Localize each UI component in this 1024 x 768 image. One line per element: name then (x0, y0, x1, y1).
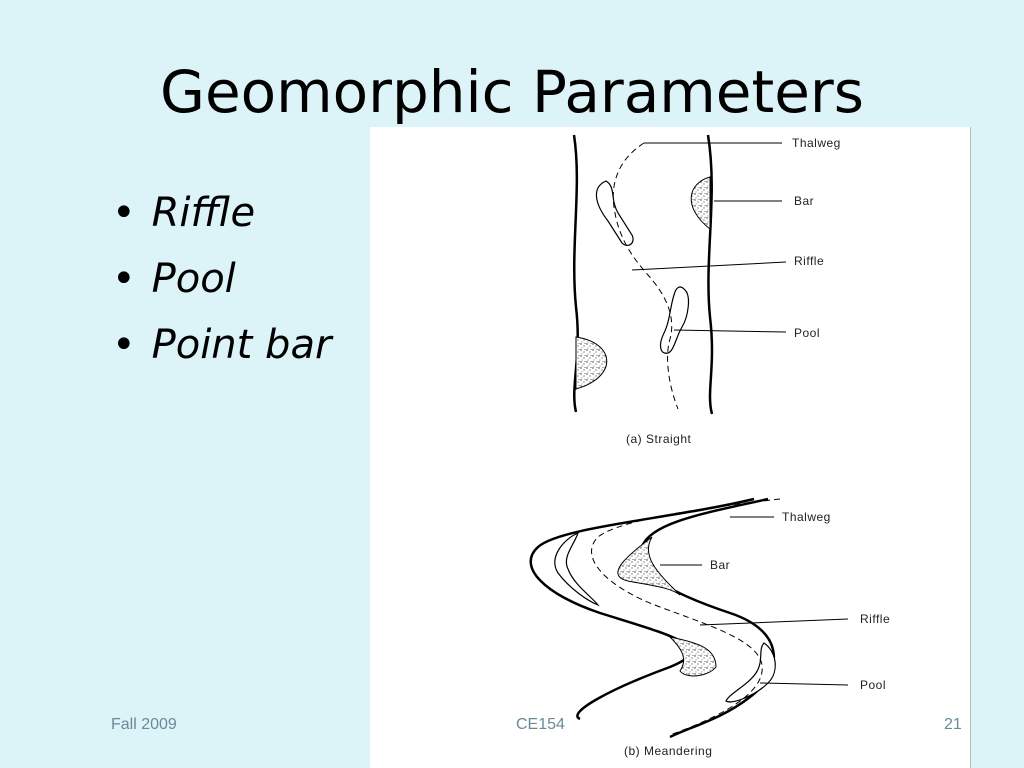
thalweg-line (591, 498, 781, 736)
straight-channel: Thalweg Bar Riffle Pool (a) Straight (572, 134, 841, 446)
label-bar: Bar (794, 194, 814, 208)
pool-leader (759, 682, 849, 686)
label-bar: Bar (710, 558, 730, 572)
caption-meandering: (b) Meandering (624, 744, 712, 758)
bar-lower (575, 336, 608, 390)
pool-leader (673, 329, 787, 333)
riffle-leader (631, 261, 787, 271)
label-riffle: Riffle (794, 254, 824, 268)
footer-slide-number: 21 (944, 716, 962, 733)
slide-title: Geomorphic Parameters (160, 58, 864, 126)
bullet-item-point-bar: •Point bar (112, 322, 332, 368)
bullet-text: Pool (151, 256, 236, 302)
label-riffle: Riffle (860, 612, 890, 626)
bullet-text: Point bar (151, 322, 332, 368)
riffle-leader (699, 618, 849, 626)
label-pool: Pool (794, 326, 820, 340)
label-pool: Pool (860, 678, 886, 692)
bullet-text: Riffle (151, 190, 256, 236)
pool-lower (725, 642, 776, 703)
label-thalweg: Thalweg (782, 510, 831, 524)
right-bank (706, 134, 714, 415)
footer-course: CE154 (516, 716, 565, 733)
pool-lower (659, 286, 690, 354)
thalweg-line (612, 142, 679, 410)
left-bank (572, 134, 579, 413)
bar-upper (617, 536, 681, 596)
pool-upper (554, 531, 600, 607)
label-thalweg: Thalweg (792, 136, 841, 150)
footer-date: Fall 2009 (111, 716, 177, 733)
channel-figure: Thalweg Bar Riffle Pool (a) Straight Tha… (370, 127, 971, 768)
channel-diagram: Thalweg Bar Riffle Pool (a) Straight Tha… (529, 134, 890, 758)
caption-straight: (a) Straight (626, 432, 692, 446)
bar-upper (690, 176, 711, 231)
outer-bank-left (529, 497, 755, 721)
meandering-channel: Thalweg Bar Riffle Pool (b) Meandering (529, 497, 890, 758)
inner-bank-right (639, 497, 775, 739)
bullet-list: •Riffle •Pool •Point bar (112, 188, 331, 386)
bar-lower (668, 636, 717, 677)
bullet-item-riffle: •Riffle (112, 190, 256, 236)
bullet-item-pool: •Pool (112, 256, 236, 302)
